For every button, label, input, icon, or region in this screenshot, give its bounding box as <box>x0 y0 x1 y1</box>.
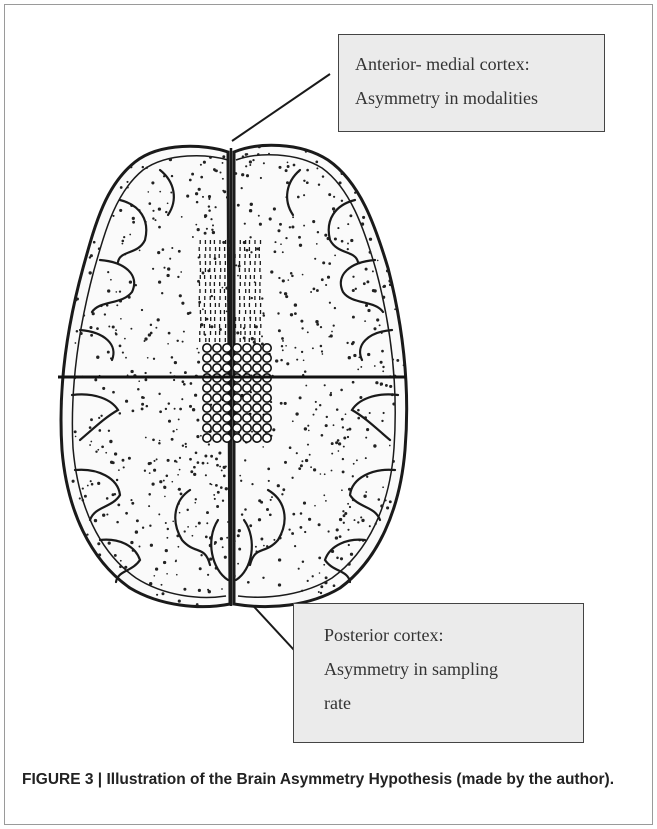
figure-caption-label: FIGURE 3 | <box>22 771 102 788</box>
anterior-callout-line2: Asymmetry in modalities <box>355 81 604 115</box>
anterior-callout-line1: Anterior- medial cortex: <box>355 47 604 81</box>
posterior-callout-line2: Asymmetry in sampling <box>324 652 583 686</box>
posterior-callout-line3: rate <box>324 686 583 720</box>
figure-caption-text: Illustration of the Brain Asymmetry Hypo… <box>106 771 614 788</box>
anterior-medial-cortex-callout: Anterior- medial cortex: Asymmetry in mo… <box>338 34 605 132</box>
posterior-cortex-callout: Posterior cortex: Asymmetry in sampling … <box>293 603 584 743</box>
figure-caption: FIGURE 3 | Illustration of the Brain Asy… <box>22 769 642 791</box>
anterior-leader-line <box>232 74 330 141</box>
posterior-callout-line1: Posterior cortex: <box>324 618 583 652</box>
